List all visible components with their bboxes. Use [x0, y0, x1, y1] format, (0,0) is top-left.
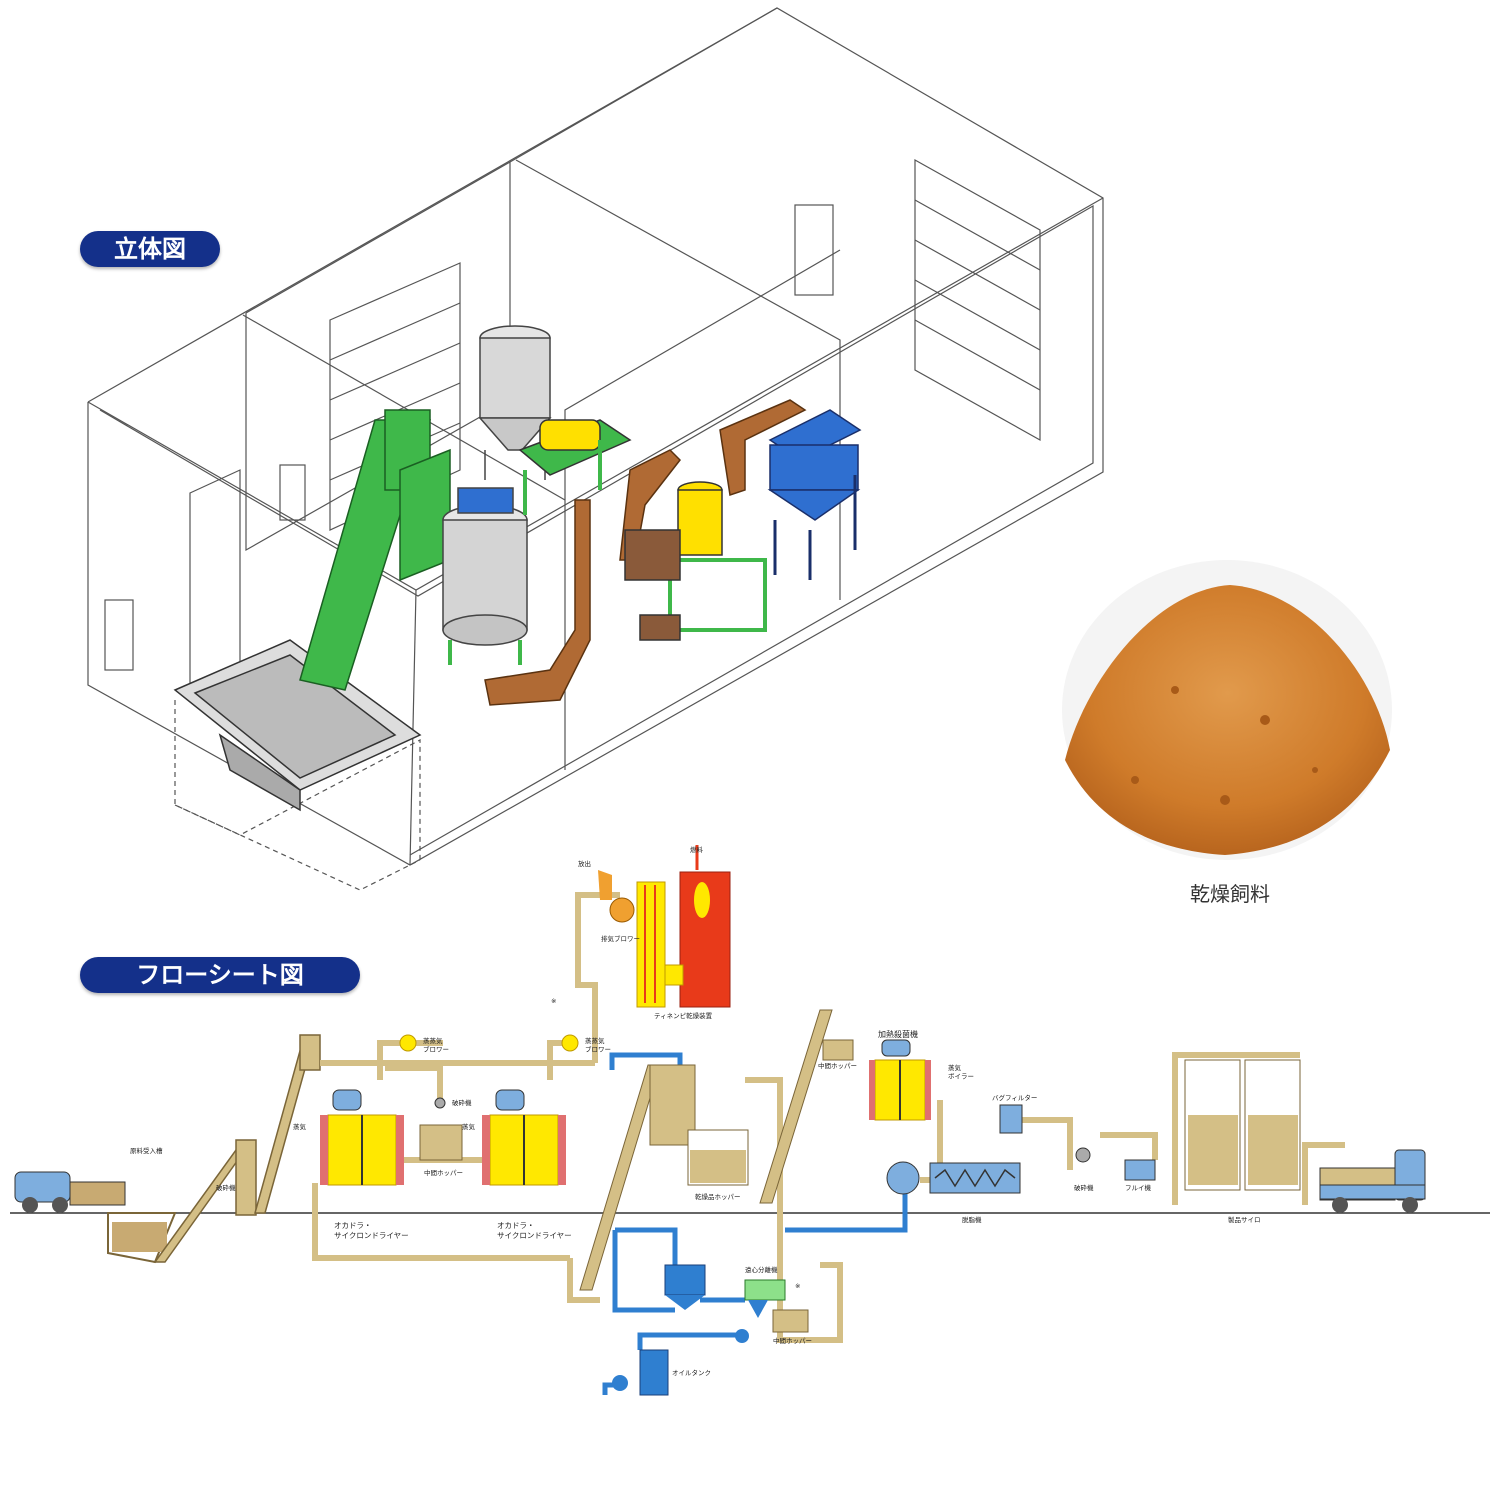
label-tinenpi: ティネンピ乾燥装置: [654, 1011, 713, 1020]
label-oil-tank: オイルタンク: [672, 1368, 711, 1377]
label-note-1: ※: [551, 997, 556, 1005]
label-mid-hopper-2: 中間ホッパー: [818, 1061, 857, 1070]
label-steam-1: 蒸気: [293, 1122, 307, 1131]
label-centrifuge: 遠心分離機: [745, 1265, 778, 1274]
label-steam-boiler: 蒸気ボイラー: [948, 1063, 974, 1080]
exhaust-blower: [598, 870, 635, 923]
label-dryer-2: オカドラ・サイクロンドライヤー: [497, 1221, 572, 1240]
iso-view-heading: 立体図: [80, 231, 220, 267]
dry-product-hopper: [687, 1129, 749, 1186]
label-line: 蒸蒸気: [423, 1036, 443, 1045]
flow-labels: 放出 燃料 排気ブロワー ティネンピ乾燥装置 ※ 蒸蒸気ブロワー 蒸蒸気ブロワー…: [130, 845, 1261, 1377]
label-raw-receiving: 原料受入槽: [130, 1146, 163, 1155]
label-sieve: フルイ機: [1125, 1183, 1152, 1192]
label-dryer-1: オカドラ・サイクロンドライヤー: [334, 1221, 409, 1240]
label-mid-hopper-3: 中間ホッパー: [773, 1336, 812, 1345]
label-line: サイクロンドライヤー: [334, 1231, 409, 1240]
deoil-screw: [886, 1161, 1021, 1195]
oil-tank: [612, 1349, 669, 1396]
oil-pipes: [602, 1052, 908, 1395]
mid-hopper-2: [822, 1039, 854, 1061]
label-fuel: 燃料: [690, 845, 704, 854]
mid-hopper-3: [772, 1309, 809, 1333]
label-heat-sterilizer: 加熱殺菌機: [878, 1029, 918, 1039]
conveyor-2: [254, 1034, 321, 1214]
label-steam-blower-1: 蒸蒸気ブロワー: [423, 1036, 449, 1053]
label-crusher-left: 破砕機: [216, 1183, 236, 1192]
flow-sheet-diagram: 放出 燃料 排気ブロワー ティネンピ乾燥装置 ※ 蒸蒸気ブロワー 蒸蒸気ブロワー…: [10, 845, 1490, 1396]
centrifuge: [744, 1279, 786, 1318]
tinenpi-furnace: [636, 845, 731, 1008]
label-line: ブロワー: [585, 1044, 611, 1053]
conveyor-4: [759, 1009, 833, 1204]
label-mid-hopper-1: 中間ホッパー: [424, 1168, 463, 1177]
bag-filter: [999, 1104, 1023, 1134]
product-caption: 乾燥飼料: [1190, 882, 1270, 906]
yellow-cyclone-dryer: [624, 481, 767, 641]
label-line: オカドラ・: [497, 1221, 535, 1230]
label-bag-filter: バグフィルター: [992, 1093, 1037, 1102]
product-silos: [1184, 1059, 1301, 1191]
steam-blower-2: [561, 1034, 579, 1052]
cyclone-dryer-1: [320, 1089, 404, 1186]
oil-separator: [664, 1264, 706, 1310]
feed-pile: [1065, 585, 1390, 855]
label-line: ブロワー: [423, 1044, 449, 1053]
delivery-truck-right: [1319, 1149, 1426, 1213]
label-line: オカドラ・: [334, 1221, 372, 1230]
label-line: 蒸気: [948, 1063, 962, 1072]
label-line: ボイラー: [948, 1072, 974, 1080]
large-grey-tank: [442, 487, 528, 665]
steam-blower-1: [399, 1034, 417, 1052]
label-line: 蒸蒸気: [585, 1036, 605, 1045]
label-steam-2: 蒸気: [462, 1122, 476, 1131]
isometric-plant-illustration: [87, 7, 1104, 891]
label-line: サイクロンドライヤー: [497, 1231, 572, 1240]
label-dry-hopper: 乾燥品ホッパー: [695, 1192, 741, 1201]
label-product-silo: 製品サイロ: [1228, 1215, 1261, 1224]
label-note-2: ※: [795, 1282, 800, 1290]
label-crusher-top: 破砕機: [452, 1098, 472, 1107]
cyclone-dryer-2: [482, 1089, 566, 1186]
flow-sheet-heading: フローシート図: [80, 957, 360, 993]
green-inclined-conveyor: [299, 409, 451, 691]
blue-hopper-unit: [767, 409, 862, 580]
dried-feed-product-image: [1062, 560, 1392, 860]
sieve: [1124, 1159, 1156, 1181]
delivery-truck-left: [14, 1171, 126, 1213]
receiving-hopper: [173, 639, 422, 812]
oil-pump: [735, 1329, 749, 1343]
pipes: [312, 892, 1345, 1343]
label-release: 放出: [578, 859, 591, 868]
conveyor-3: [579, 1064, 661, 1291]
label-deoil: 脱脂機: [962, 1215, 982, 1224]
crusher-right: [1075, 1147, 1091, 1163]
label-steam-blower-2: 蒸蒸気ブロワー: [585, 1036, 611, 1053]
mid-hopper-1: [419, 1097, 463, 1161]
label-crusher-right: 破砕機: [1074, 1183, 1094, 1192]
conveyor-1: [153, 1139, 257, 1263]
yellow-motor-unit: [518, 419, 632, 515]
heat-sterilizer: [869, 1039, 931, 1121]
label-exhaust-blower: 排気ブロワー: [601, 934, 640, 943]
